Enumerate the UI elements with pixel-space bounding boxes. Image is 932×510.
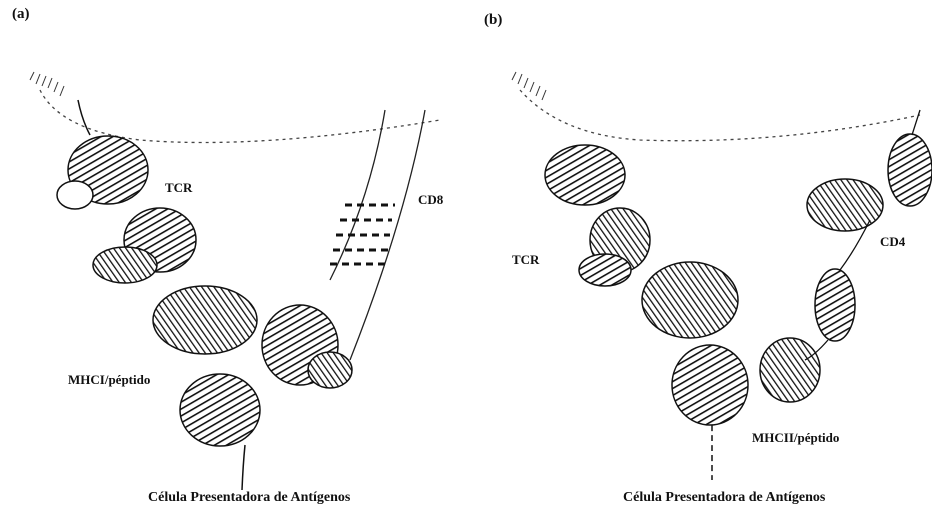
- mhc-domain-a2: [180, 374, 260, 446]
- panel-b-tcr-label: TCR: [512, 252, 539, 268]
- panel-b-cd4-label: CD4: [880, 234, 905, 250]
- panel-a-mhc-label: MHCI/péptido: [68, 372, 150, 388]
- panel-a-drawing: [30, 72, 440, 490]
- mhc-domain-b1: [642, 262, 738, 338]
- tcr-stalk-a: [78, 100, 90, 135]
- membrane-hatch-b: [512, 72, 546, 100]
- cd4-domain-b3: [815, 269, 855, 341]
- tcr-domain-b1: [545, 145, 625, 205]
- panel-a-caption: Célula Presentadora de Antígenos: [148, 490, 350, 506]
- cd8-domain-a2: [308, 352, 352, 388]
- t-cell-membrane-b: [520, 90, 920, 141]
- cd4-domain-b2: [807, 179, 883, 231]
- cd8-stalk-dashes: [330, 205, 395, 264]
- panel-a-cd8-label: CD8: [418, 192, 443, 208]
- cd8-stalk-a: [330, 110, 385, 280]
- tcr-domain-b3: [579, 254, 631, 286]
- panel-a-letter: (a): [12, 6, 30, 23]
- mhc-stalk-a: [242, 445, 245, 490]
- membrane-hatch-a: [30, 72, 64, 96]
- panel-b-drawing: [512, 72, 932, 480]
- mhc-domain-b2: [672, 345, 748, 425]
- panel-a-tcr-label: TCR: [165, 180, 192, 196]
- cd4-domain-b4: [760, 338, 820, 402]
- tcr-domain-a4: [93, 247, 157, 283]
- panel-b-mhc-label: MHCII/péptido: [752, 430, 839, 446]
- mhc-domain-a1: [153, 286, 257, 354]
- panel-b-letter: (b): [484, 12, 502, 29]
- tcr-domain-a2: [57, 181, 93, 209]
- panel-b-caption: Célula Presentadora de Antígenos: [623, 490, 825, 506]
- cd4-domain-b1: [888, 134, 932, 206]
